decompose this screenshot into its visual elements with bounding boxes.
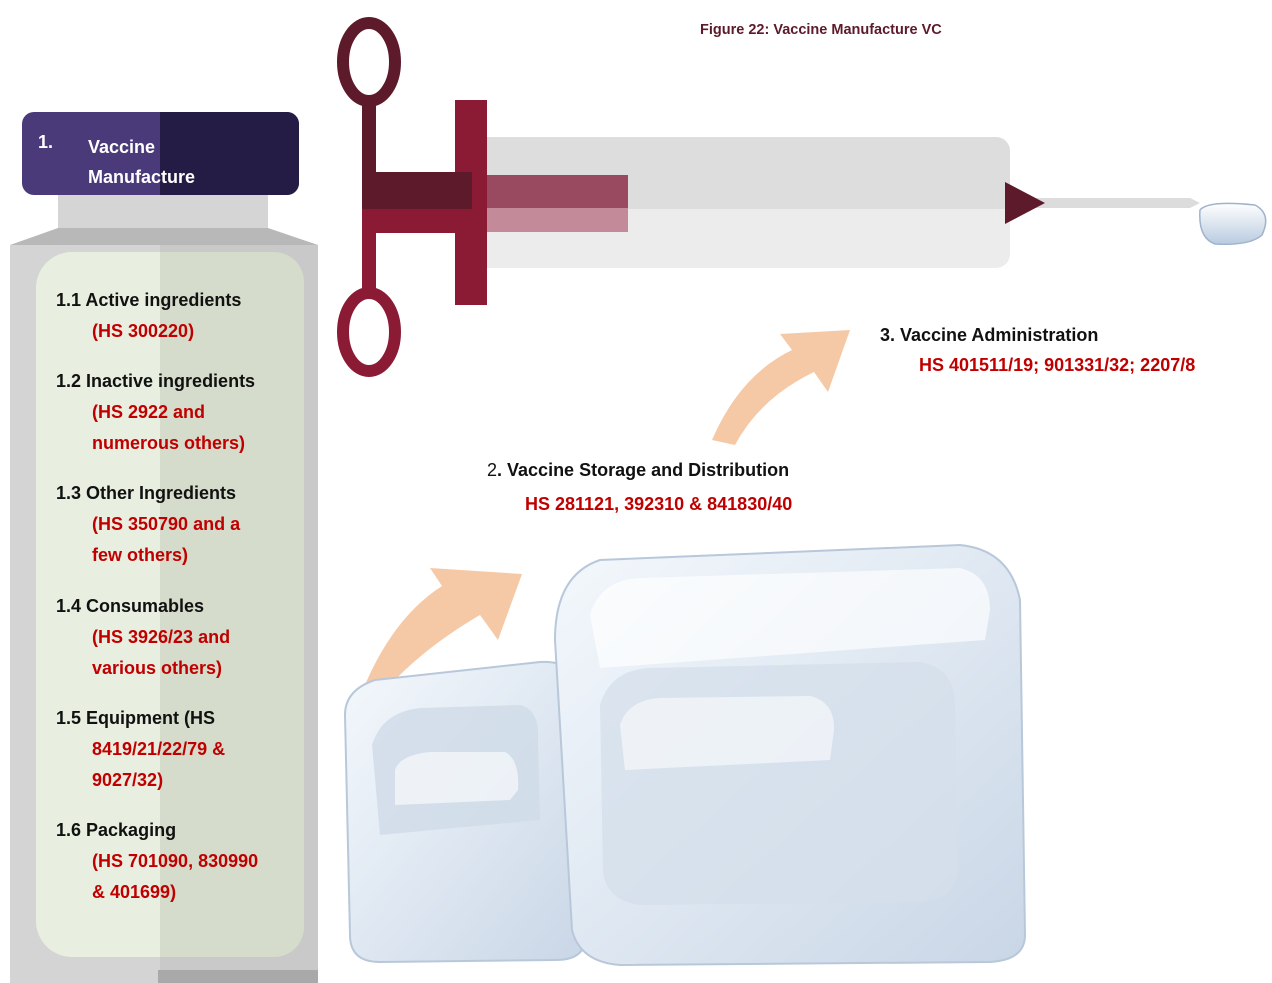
item-hs: (HS 350790 and a	[92, 514, 241, 534]
manufacture-item-equipment: 1.5 Equipment (HS 8419/21/22/79 & 9027/3…	[56, 703, 296, 796]
item-hs: 8419/21/22/79 &	[92, 739, 226, 759]
item-hs: (HS 3926/23 and	[92, 627, 231, 647]
manufacture-header-shape	[22, 112, 299, 195]
storage-number: 2	[487, 460, 498, 480]
item-hs: & 401699)	[92, 882, 177, 902]
item-head: 1.5 Equipment (HS	[56, 708, 216, 728]
vial-graphic	[10, 190, 318, 983]
storage-hs: HS 281121, 392310 & 841830/40	[525, 494, 793, 514]
item-hs: (HS 300220)	[92, 321, 195, 341]
item-head: 1.1 Active ingredients	[56, 290, 242, 310]
arrow-to-administration	[712, 330, 850, 445]
item-hs: few others)	[92, 545, 189, 565]
administration-title: 3. Vaccine Administration	[880, 325, 1099, 345]
storage-title-text: . Vaccine Storage and Distribution	[497, 460, 790, 480]
manufacture-item-packaging: 1.6 Packaging (HS 701090, 830990 & 40169…	[56, 815, 296, 908]
item-hs: various others)	[92, 658, 223, 678]
item-head: 1.6 Packaging	[56, 820, 177, 840]
manufacture-title-line1: Vaccine	[88, 137, 156, 157]
manufacture-item-inactive: 1.2 Inactive ingredients (HS 2922 and nu…	[56, 366, 296, 459]
manufacture-header: 1. Vaccine Manufacture	[22, 112, 299, 195]
item-hs: (HS 2922 and	[92, 402, 206, 422]
item-head: 1.2 Inactive ingredients	[56, 371, 256, 391]
item-head: 1.4 Consumables	[56, 596, 205, 616]
manufacture-item-other: 1.3 Other Ingredients (HS 350790 and a f…	[56, 478, 296, 571]
item-hs: numerous others)	[92, 433, 246, 453]
item-head: 1.3 Other Ingredients	[56, 483, 237, 503]
administration-hs: HS 401511/19; 901331/32; 2207/8	[919, 355, 1196, 375]
manufacture-item-active: 1.1 Active ingredients (HS 300220)	[56, 285, 296, 347]
storage-title: 2. Vaccine Storage and Distribution	[487, 460, 789, 481]
figure-title: Figure 22: Vaccine Manufacture VC	[700, 22, 942, 38]
manufacture-number: 1.	[38, 132, 54, 152]
item-hs: 9027/32)	[92, 770, 164, 790]
syringe-graphic	[337, 17, 1267, 377]
manufacture-item-consumables: 1.4 Consumables (HS 3926/23 and various …	[56, 591, 296, 684]
ice-cubes-graphic	[343, 543, 1027, 967]
arrow-to-storage	[362, 568, 522, 694]
manufacture-title: Vaccine Manufacture	[88, 132, 195, 192]
manufacture-title-line2: Manufacture	[88, 167, 196, 187]
item-hs: (HS 701090, 830990	[92, 851, 259, 871]
